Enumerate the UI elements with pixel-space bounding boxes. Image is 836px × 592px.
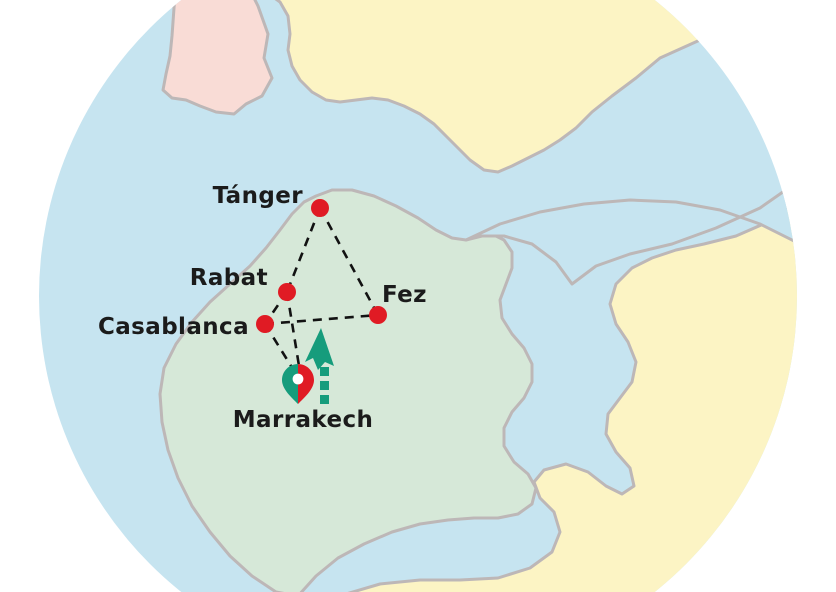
strait-of-gibraltar: [296, 156, 372, 194]
city-label-rabat: Rabat: [190, 265, 268, 291]
arrow-icon: [305, 328, 334, 370]
destination-pin-marrakech[interactable]: [282, 364, 314, 404]
cursor-trail-square-3: [320, 395, 329, 404]
city-label-marrakech: Marrakech: [233, 407, 374, 433]
city-label-layer: Tánger Rabat Casablanca Fez Marrakech: [98, 183, 427, 433]
cursor-trail-square-1: [320, 367, 329, 376]
cursor-trail-square-2: [320, 381, 329, 390]
region-algeria: [298, 148, 797, 592]
pin-left-half: [282, 364, 298, 404]
city-dot-casablanca[interactable]: [256, 315, 274, 333]
route-tanger-fez: [318, 207, 380, 316]
cursor-arrow-pointer[interactable]: [305, 328, 334, 404]
city-label-casablanca: Casablanca: [98, 314, 249, 340]
pin-right-half: [298, 364, 314, 404]
city-dot-fez[interactable]: [369, 306, 387, 324]
route-casablanca-fez: [264, 313, 379, 326]
mediterranean-inlet: [464, 148, 797, 286]
route-casablanca-marrakech: [263, 323, 298, 375]
city-label-fez: Fez: [382, 282, 427, 308]
region-portugal: [161, 0, 274, 116]
city-dot-layer[interactable]: [256, 199, 387, 333]
city-dot-tanger[interactable]: [311, 199, 329, 217]
region-spain: [242, 0, 702, 174]
pin-center-dot: [292, 373, 304, 385]
city-dot-rabat[interactable]: [278, 283, 296, 301]
city-label-tanger: Tánger: [213, 183, 304, 209]
route-rabat-marrakech: [285, 291, 302, 373]
